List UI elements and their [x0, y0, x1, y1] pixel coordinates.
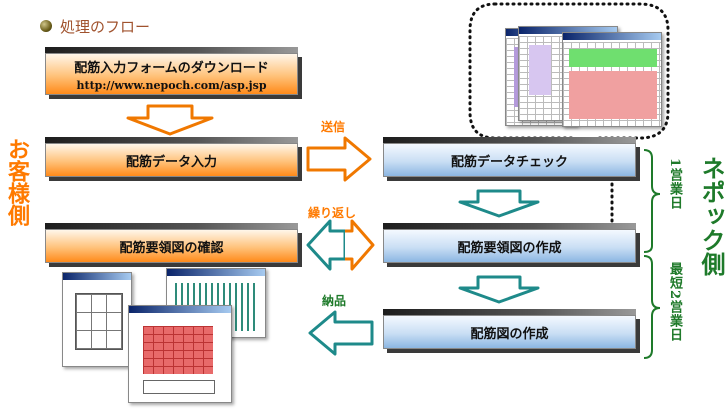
deliver-label: 納品	[322, 294, 347, 308]
page-title: 処理のフロー	[60, 18, 151, 36]
drawing-thumbnail-front	[128, 305, 232, 403]
down-arrow-icon	[458, 275, 540, 304]
send-arrow-icon	[306, 136, 372, 182]
create-drawing-box: 配筋図の作成	[383, 315, 636, 349]
repeat-label: 繰り返し	[308, 206, 357, 220]
bullet-icon	[40, 20, 52, 32]
create-drawing-label: 配筋図の作成	[470, 326, 549, 342]
create-guide-label: 配筋要領図の作成	[457, 240, 562, 256]
down-arrow-icon	[458, 189, 540, 218]
confirm-guide-box: 配筋要領図の確認	[45, 229, 298, 263]
download-form-label: 配筋入力フォームのダウンロード	[74, 60, 269, 76]
data-check-box: 配筋データチェック	[383, 143, 636, 177]
send-label: 送信	[321, 120, 346, 134]
create-guide-box: 配筋要領図の作成	[383, 229, 636, 263]
repeat-arrow-icon	[345, 219, 375, 271]
download-url-link[interactable]: http://www.nepoch.com/asp.jsp	[76, 78, 267, 92]
customer-side-label: お客様側	[4, 138, 29, 226]
one-day-bracket	[643, 149, 661, 253]
confirm-guide-label: 配筋要領図の確認	[119, 240, 224, 256]
data-check-label: 配筋データチェック	[450, 154, 568, 170]
drawing-thumbnail-left	[62, 272, 132, 367]
nepoch-side-label: ネポック側	[697, 156, 725, 276]
two-days-label: 最短2営業日	[667, 262, 682, 343]
down-arrow-icon	[126, 104, 214, 136]
data-input-label: 配筋データ入力	[125, 154, 217, 170]
one-day-label: 1営業日	[667, 158, 682, 211]
two-days-bracket	[643, 255, 661, 359]
repeat-arrow-icon	[306, 219, 347, 271]
download-form-box: 配筋入力フォームのダウンロード http://www.nepoch.com/as…	[45, 53, 298, 95]
deliver-arrow-icon	[308, 310, 374, 356]
spreadsheet-thumbnail-front	[562, 32, 662, 127]
data-input-box: 配筋データ入力	[45, 143, 298, 177]
